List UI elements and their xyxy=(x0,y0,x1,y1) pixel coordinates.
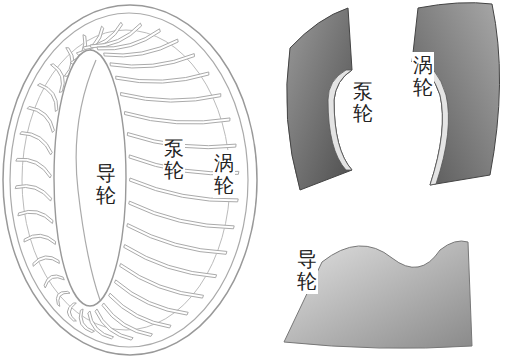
blade xyxy=(16,158,52,178)
blade xyxy=(102,303,152,336)
part-label: 涡轮 xyxy=(412,52,434,100)
blade xyxy=(129,201,234,229)
stator-blade xyxy=(284,241,472,348)
blade xyxy=(33,256,59,266)
blade xyxy=(97,29,160,50)
blade xyxy=(110,54,195,68)
pump-blade xyxy=(287,8,352,190)
blade xyxy=(27,106,54,132)
blade xyxy=(50,64,64,93)
blade xyxy=(67,303,76,321)
torus-hole xyxy=(54,50,126,306)
blade xyxy=(104,39,179,57)
part-label: 泵轮 xyxy=(352,78,374,126)
torus-shell xyxy=(10,13,248,347)
blade xyxy=(116,72,209,83)
blade xyxy=(15,185,51,201)
blade xyxy=(88,311,114,339)
blade xyxy=(24,234,56,244)
blade xyxy=(124,245,217,278)
part-label: 导轮 xyxy=(95,160,117,208)
torus-divider xyxy=(22,30,230,330)
torus-outer xyxy=(3,5,257,355)
blade xyxy=(79,309,94,333)
blade xyxy=(121,93,221,103)
pump-blade-edge xyxy=(328,70,352,170)
part-label: 泵轮 xyxy=(163,135,185,183)
blade xyxy=(44,275,64,288)
blade xyxy=(56,291,70,306)
part-label: 涡轮 xyxy=(213,150,235,198)
blade xyxy=(95,309,133,340)
blade xyxy=(18,210,53,223)
blade xyxy=(124,112,230,125)
blade xyxy=(20,132,52,155)
blade-set xyxy=(15,22,239,340)
blade xyxy=(127,223,227,254)
turbine-blade xyxy=(412,3,500,185)
part-label: 导轮 xyxy=(296,246,318,294)
blade xyxy=(37,83,57,111)
